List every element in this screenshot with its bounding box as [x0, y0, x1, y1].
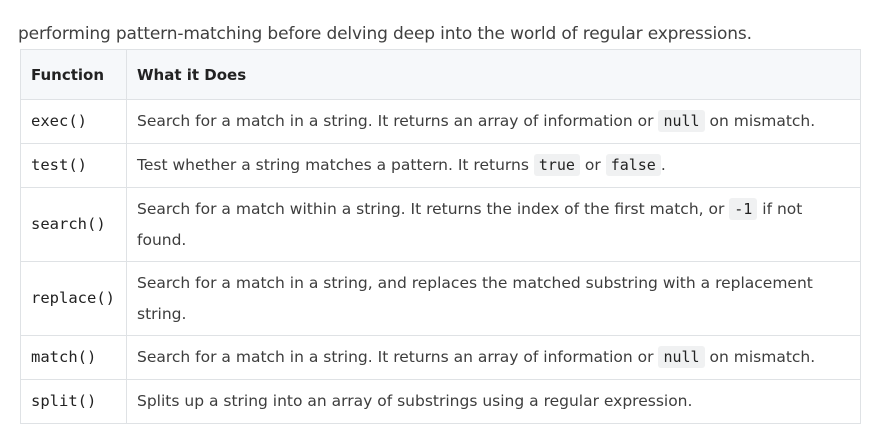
table-header-row: Function What it Does	[20, 49, 861, 100]
inline-code: null	[658, 346, 705, 368]
function-name: replace()	[20, 261, 127, 336]
desc-text: or	[579, 156, 606, 174]
function-name: split()	[20, 379, 127, 424]
table-row: replace() Search for a match in a string…	[20, 261, 861, 336]
function-name: exec()	[20, 99, 127, 144]
regex-methods-table: Function What it Does exec() Search for …	[20, 49, 861, 424]
desc-text: Search for a match in a string. It retur…	[137, 348, 659, 366]
inline-code: false	[605, 154, 661, 176]
inline-code: -1	[729, 198, 758, 220]
header-what-it-does: What it Does	[126, 49, 861, 100]
desc-text: Test whether a string matches a pattern.…	[137, 156, 534, 174]
desc-text: if not found.	[137, 200, 803, 249]
function-description: Search for a match in a string. It retur…	[126, 335, 861, 380]
desc-text: on mismatch.	[704, 348, 816, 366]
table-row: test() Test whether a string matches a p…	[20, 143, 861, 188]
desc-text: on mismatch.	[704, 112, 816, 130]
function-description: Test whether a string matches a pattern.…	[126, 143, 861, 188]
function-description: Search for a match in a string. It retur…	[126, 99, 861, 144]
desc-text: .	[660, 156, 666, 174]
intro-paragraph: performing pattern-matching before delvi…	[18, 24, 752, 44]
table-row: exec() Search for a match in a string. I…	[20, 99, 861, 144]
function-description: Search for a match in a string, and repl…	[126, 261, 861, 336]
table-row: split() Splits up a string into an array…	[20, 379, 861, 424]
function-name: match()	[20, 335, 127, 380]
desc-text: Search for a match within a string. It r…	[137, 200, 730, 218]
inline-code: null	[658, 110, 705, 132]
table-row: match() Search for a match in a string. …	[20, 335, 861, 380]
function-description: Search for a match within a string. It r…	[126, 187, 861, 262]
desc-text: Search for a match in a string. It retur…	[137, 112, 659, 130]
inline-code: true	[533, 154, 580, 176]
function-description: Splits up a string into an array of subs…	[126, 379, 861, 424]
header-function: Function	[20, 49, 127, 100]
function-name: test()	[20, 143, 127, 188]
table-row: search() Search for a match within a str…	[20, 187, 861, 262]
function-name: search()	[20, 187, 127, 262]
